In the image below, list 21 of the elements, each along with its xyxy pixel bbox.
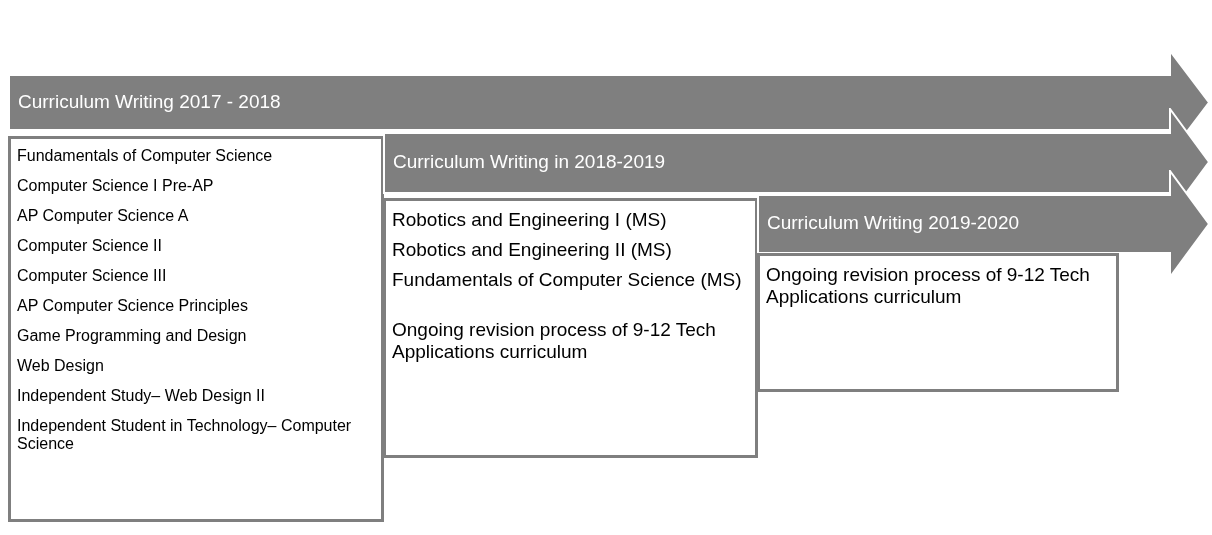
list-item: Computer Science III — [17, 267, 168, 285]
list-item: Fundamentals of Computer Science — [17, 147, 274, 165]
list-item: Independent Study– Web Design II — [17, 387, 266, 405]
list-item: Game Programming and Design — [17, 327, 248, 345]
list-item: Ongoing revision process of 9-12 Tech Applications curriculum — [392, 319, 717, 363]
list-item: AP Computer Science A — [17, 207, 190, 225]
list-item: Fundamentals of Computer Science (MS) — [392, 269, 743, 291]
list-item: Independent Student in Technology– Computer Science — [17, 417, 353, 453]
list-item: Web Design — [17, 357, 105, 375]
list-box — [757, 253, 1119, 392]
list-item: Computer Science I Pre-AP — [17, 177, 215, 195]
list-item: Computer Science II — [17, 237, 163, 255]
band-title: Curriculum Writing in 2018-2019 — [393, 151, 666, 173]
list-box — [8, 136, 384, 522]
band-title: Curriculum Writing 2019-2020 — [767, 212, 1020, 234]
band-title: Curriculum Writing 2017 - 2018 — [18, 90, 281, 113]
list-box — [383, 198, 758, 458]
list-item: AP Computer Science Principles — [17, 297, 249, 315]
list-item: Robotics and Engineering I (MS) — [392, 209, 668, 231]
list-item: Ongoing revision process of 9-12 Tech Applications curriculum — [766, 264, 1091, 308]
list-item: Robotics and Engineering II (MS) — [392, 239, 673, 261]
